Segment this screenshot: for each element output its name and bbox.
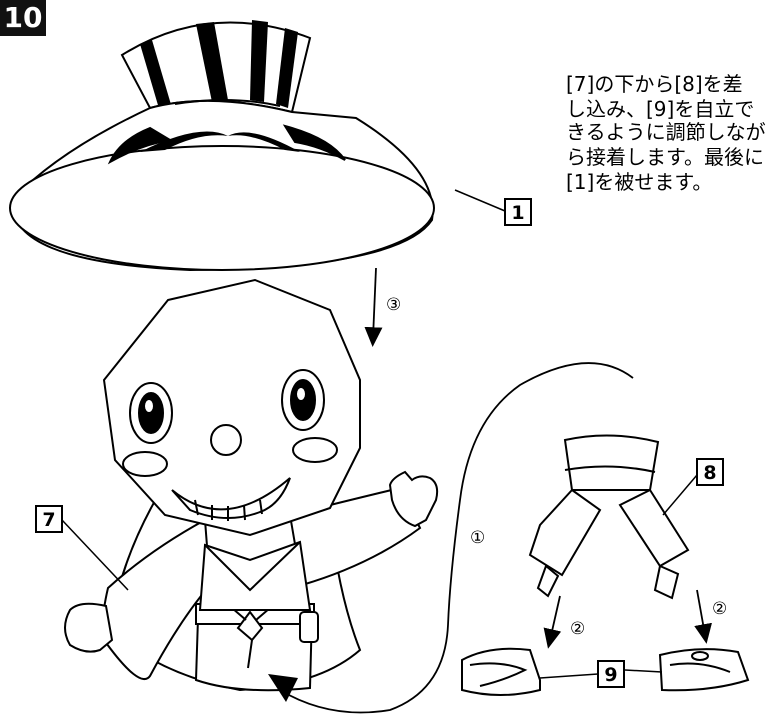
instruction-line-5: [1]を被せます。 <box>566 170 713 194</box>
step-mark-one: ① <box>470 528 485 548</box>
feet-part <box>461 647 750 696</box>
instruction-line-1: [7]の下から[8]を差 <box>566 72 743 96</box>
step-number-badge: 10 <box>0 0 46 36</box>
legs-part <box>528 434 690 600</box>
step-mark-three: ③ <box>386 295 401 315</box>
label-feet: 9 <box>604 664 617 686</box>
step-mark-two-right: ② <box>712 599 727 619</box>
instruction-line-4: ら接着します。最後に <box>566 145 764 169</box>
label-body: 7 <box>42 509 55 531</box>
instruction-line-3: きるように調節しなが <box>566 120 766 144</box>
instruction-line-2: し込み、[9]を自立で <box>566 97 755 121</box>
hat-part <box>9 20 435 272</box>
step-mark-two-left: ② <box>570 619 585 639</box>
body-part <box>64 278 439 692</box>
label-legs: 8 <box>703 462 716 484</box>
instruction-text: [7]の下から[8]を差 し込み、[9]を自立で きるように調節しなが ら接着し… <box>566 72 776 195</box>
label-hat: 1 <box>511 202 524 224</box>
